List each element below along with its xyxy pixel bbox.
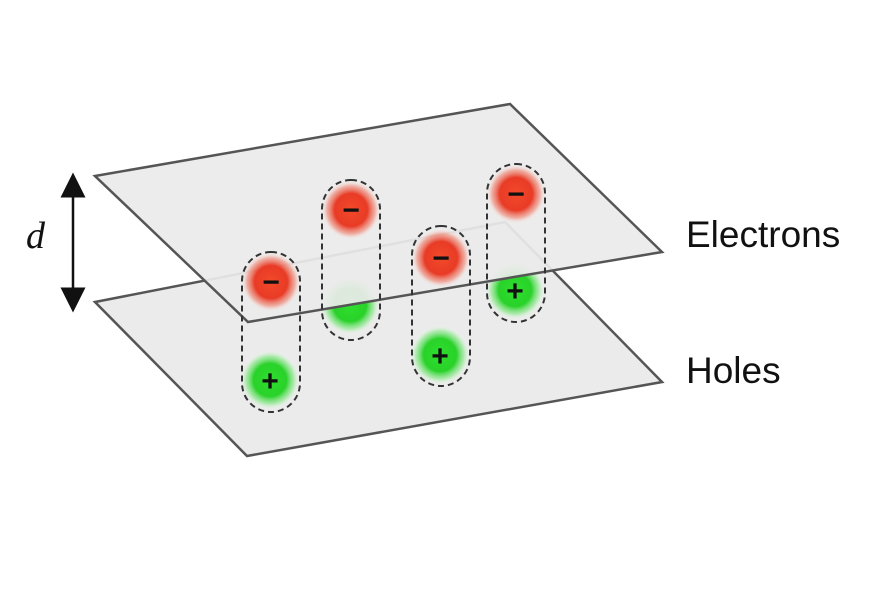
pair-outline-2 — [321, 179, 381, 341]
electron-symbol-2: − — [342, 194, 360, 227]
electron-3 — [411, 228, 471, 288]
pair-outline-4 — [486, 163, 546, 323]
hole-symbol-3: + — [431, 340, 449, 373]
exciton-pair-outlines — [241, 163, 546, 413]
holes-label: Holes — [686, 350, 781, 391]
electron-2 — [321, 180, 381, 240]
electrons-label: Electrons — [686, 214, 841, 255]
electron-particles — [241, 164, 546, 312]
electron-symbol-4: − — [507, 178, 525, 211]
hole-1 — [240, 350, 300, 410]
pair-outline-3 — [411, 225, 471, 387]
separation-label: d — [26, 215, 45, 257]
hole-symbol-1: + — [261, 365, 279, 398]
hole-symbol-4: + — [506, 275, 524, 308]
electron-1 — [241, 252, 301, 312]
hole-3 — [410, 325, 470, 385]
electron-symbol-1: − — [262, 266, 280, 299]
electron-4 — [486, 164, 546, 224]
pair-outline-1 — [241, 251, 301, 413]
electron-symbol-3: − — [432, 242, 450, 275]
charge-symbols: − − − − + + + — [261, 178, 525, 398]
